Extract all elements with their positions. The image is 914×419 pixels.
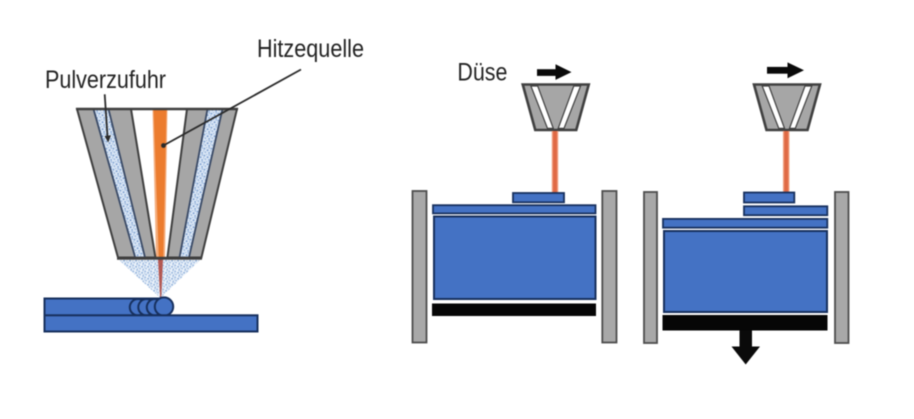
svg-text:Hitzequelle: Hitzequelle <box>257 35 364 63</box>
svg-text:Pulverzufuhr: Pulverzufuhr <box>45 66 166 94</box>
svg-text:Düse: Düse <box>457 59 507 87</box>
